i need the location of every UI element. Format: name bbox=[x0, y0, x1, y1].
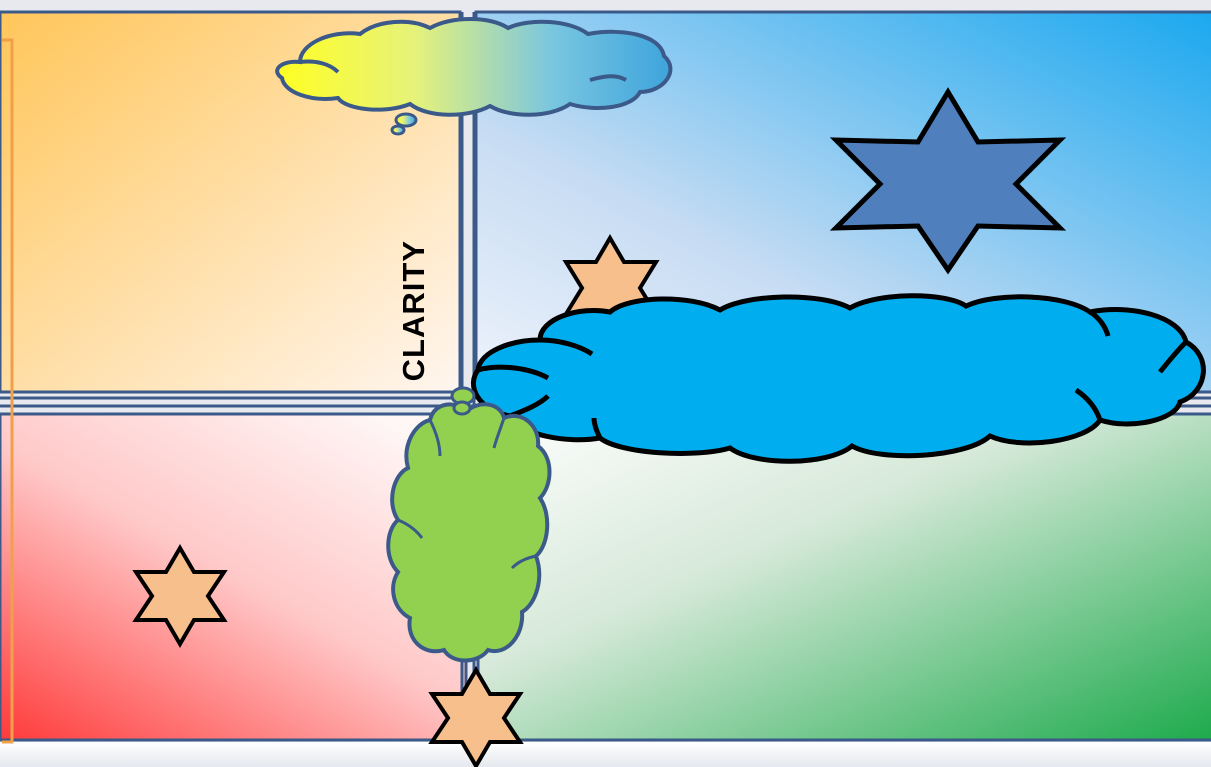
cloud-large-blue bbox=[471, 293, 1206, 464]
star-bottom-center bbox=[428, 666, 524, 767]
outer-border bbox=[2, 38, 14, 744]
star-large-blue bbox=[829, 87, 1067, 275]
axis-label-vertical: CLARITY bbox=[384, 240, 444, 620]
star-bottom-left bbox=[132, 544, 228, 648]
axis-label-text: CLARITY bbox=[396, 240, 431, 382]
quadrant-bottom-right bbox=[476, 412, 1211, 742]
cloud-green-vertical bbox=[386, 386, 552, 663]
bottom-strip bbox=[0, 742, 1211, 767]
thought-cloud-top bbox=[275, 17, 673, 136]
